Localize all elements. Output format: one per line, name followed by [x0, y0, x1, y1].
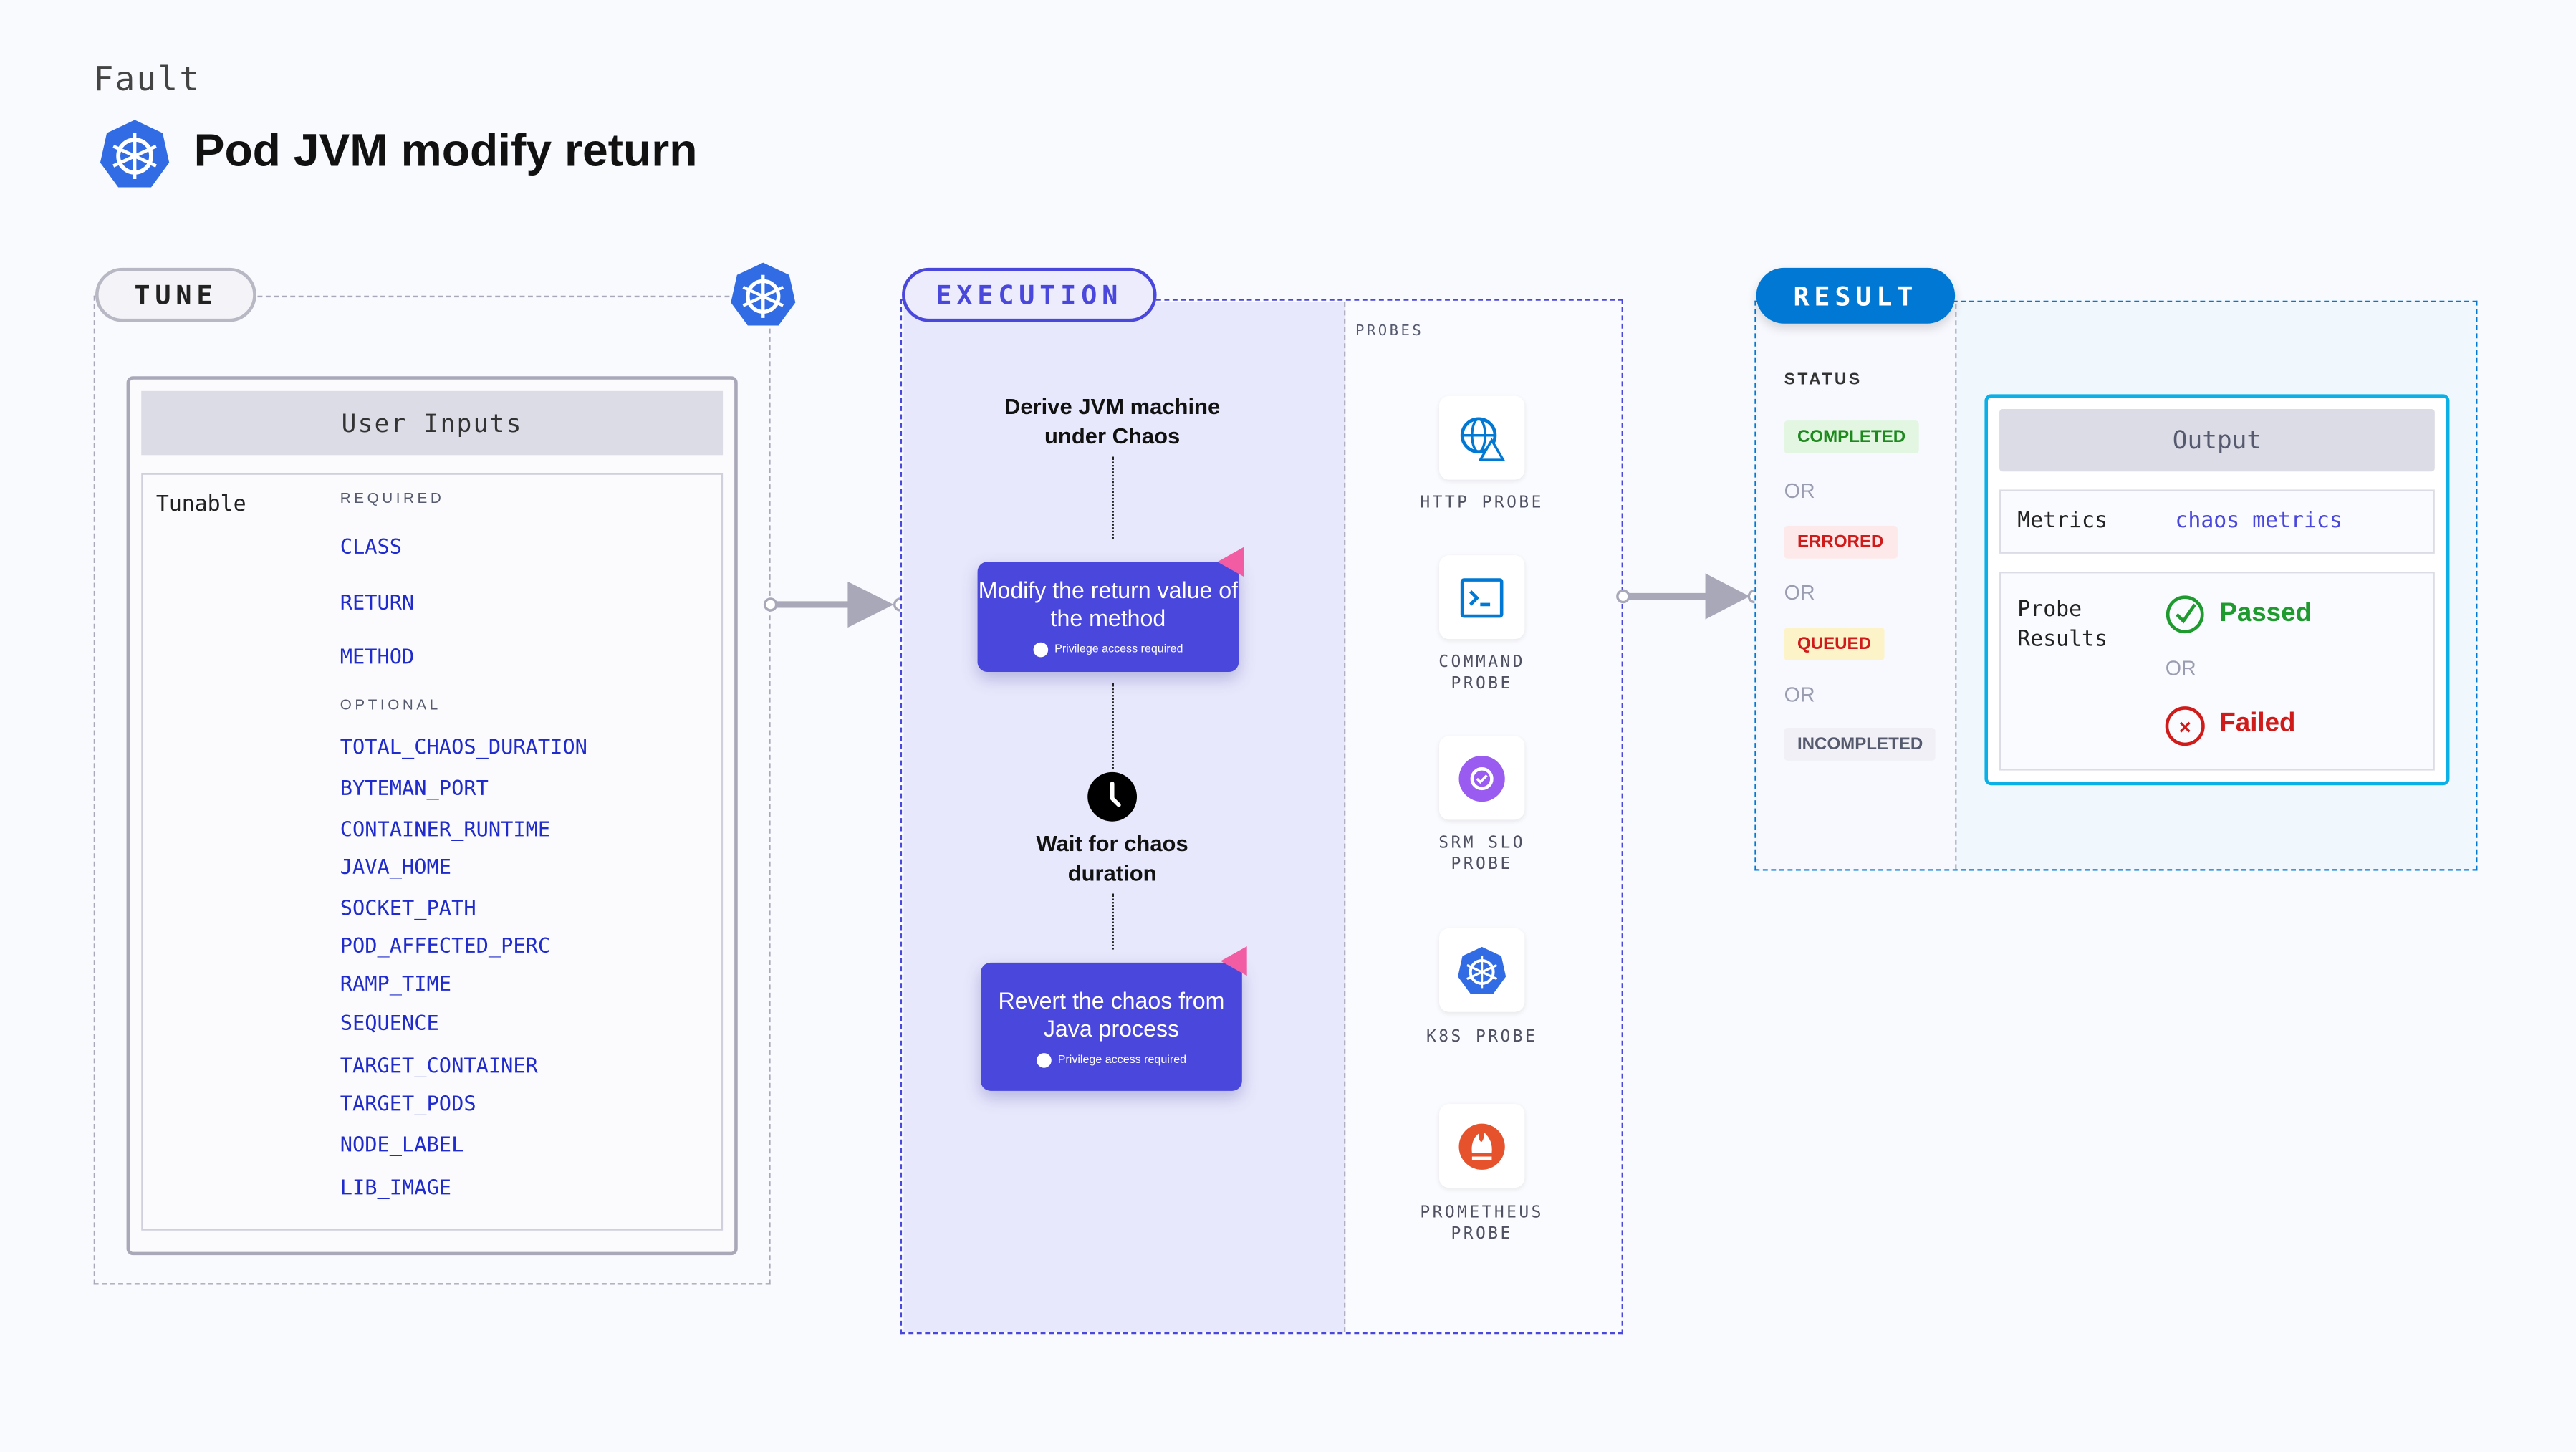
arrow-connector — [763, 581, 908, 628]
status-completed: COMPLETED — [1784, 420, 1919, 453]
tune-pill: TUNE — [95, 267, 256, 322]
step-wait: Wait for chaos duration — [1036, 831, 1188, 886]
step-title: Modify the return value of the method — [978, 576, 1239, 631]
privilege-note: Privilege access required — [1054, 644, 1183, 656]
metrics-row — [1999, 489, 2435, 554]
clock-icon — [1087, 771, 1138, 822]
step-derive-jvm: Derive JVM machine under Chaos — [1004, 394, 1221, 449]
privilege-note: Privilege access required — [1057, 1054, 1187, 1067]
param-total-chaos-duration: TOTAL_CHAOS_DURATION — [340, 734, 587, 759]
metrics-label: Metrics — [2017, 509, 2108, 534]
required-label: REQUIRED — [340, 489, 445, 506]
result-pill: RESULT — [1756, 267, 1956, 324]
command-probe-tile[interactable] — [1439, 555, 1525, 640]
param-node-label: NODE_LABEL — [340, 1132, 464, 1157]
http-probe-tile[interactable] — [1439, 395, 1525, 480]
param-method: METHOD — [340, 644, 415, 669]
param-lib-image: LIB_IMAGE — [340, 1174, 452, 1200]
page-title: Pod JVM modify return — [193, 125, 698, 176]
param-return: RETURN — [340, 590, 415, 615]
slo-icon — [1458, 754, 1505, 802]
arrow-connector — [1616, 573, 1762, 620]
probes-label: PROBES — [1355, 323, 1424, 340]
flow-line — [1112, 683, 1114, 769]
param-class: CLASS — [340, 534, 403, 559]
failed-label: Failed — [2219, 709, 2296, 738]
param-byteman-port: BYTEMAN_PORT — [340, 775, 489, 800]
command-probe-label: COMMAND PROBE — [1438, 653, 1526, 693]
prometheus-icon — [1458, 1122, 1505, 1169]
param-target-container: TARGET_CONTAINER — [340, 1053, 538, 1078]
param-container-runtime: CONTAINER_RUNTIME — [340, 816, 551, 842]
or-label: OR — [1784, 581, 1815, 605]
lock-icon — [1036, 1053, 1052, 1068]
probe-results-label: Probe Results — [2017, 597, 2108, 653]
tunable-label: Tunable — [155, 493, 246, 518]
tunable-box — [141, 473, 724, 1231]
flow-line — [1112, 893, 1114, 950]
output-header: Output — [1999, 409, 2435, 472]
chaos-badge-icon — [1217, 547, 1244, 577]
k8s-probe-tile[interactable] — [1439, 928, 1525, 1012]
prometheus-probe-tile[interactable] — [1439, 1104, 1525, 1188]
x-circle-icon: × — [2165, 706, 2205, 746]
status-queued: QUEUED — [1784, 628, 1885, 660]
srm-slo-probe-label: SRM SLO PROBE — [1438, 835, 1526, 875]
k8s-probe-label: K8S PROBE — [1426, 1028, 1538, 1047]
tune-section — [93, 295, 771, 1285]
srm-slo-probe-tile[interactable] — [1439, 736, 1525, 820]
http-probe-label: HTTP PROBE — [1420, 494, 1544, 513]
flow-line — [1112, 456, 1114, 539]
param-ramp-time: RAMP_TIME — [340, 971, 452, 996]
chaos-badge-icon — [1220, 946, 1247, 976]
probe-results-row — [1999, 572, 2435, 771]
or-label: OR — [1784, 683, 1815, 707]
execution-pill: EXECUTION — [902, 267, 1157, 322]
passed-label: Passed — [2219, 600, 2312, 628]
category-label: Fault — [93, 59, 201, 99]
param-target-pods: TARGET_PODS — [340, 1090, 476, 1116]
or-label: OR — [2165, 657, 2196, 681]
lock-icon — [1033, 642, 1048, 658]
metrics-value[interactable]: chaos metrics — [2175, 509, 2342, 534]
kubernetes-icon — [1458, 946, 1506, 994]
user-inputs-panel — [126, 376, 738, 1256]
optional-label: OPTIONAL — [340, 696, 441, 713]
status-column — [1756, 303, 1956, 869]
check-circle-icon — [2166, 595, 2204, 634]
prometheus-probe-label: PROMETHEUS PROBE — [1420, 1204, 1544, 1244]
terminal-icon — [1460, 577, 1504, 617]
param-pod-affected-perc: POD_AFFECTED_PERC — [340, 933, 551, 958]
globe-warning-icon — [1460, 416, 1505, 461]
param-socket-path: SOCKET_PATH — [340, 895, 476, 920]
status-errored: ERRORED — [1784, 525, 1897, 559]
step-title: Revert the chaos from Java process — [998, 987, 1225, 1042]
status-incompleted: INCOMPLETED — [1784, 727, 1936, 761]
kubernetes-icon — [731, 262, 796, 326]
kubernetes-icon — [100, 120, 170, 188]
param-sequence: SEQUENCE — [340, 1010, 439, 1035]
user-inputs-header: User Inputs — [141, 390, 724, 456]
status-label: STATUS — [1784, 371, 1863, 390]
or-label: OR — [1784, 479, 1815, 503]
param-java-home: JAVA_HOME — [340, 854, 452, 879]
